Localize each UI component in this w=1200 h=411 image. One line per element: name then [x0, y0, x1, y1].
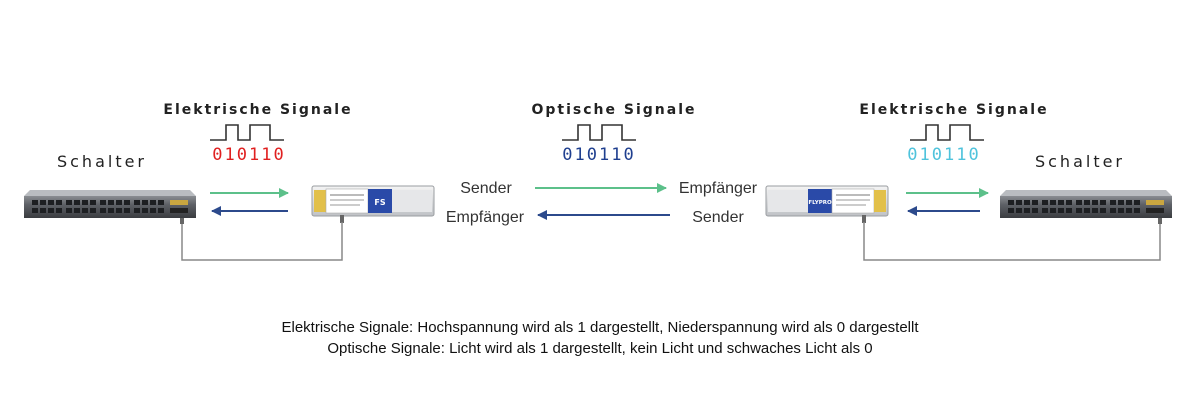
center-signal-title: Optische Signale [532, 102, 697, 118]
right-bits: 010110 [907, 145, 980, 165]
left-module-bottom-role: Empfänger [446, 209, 525, 226]
right-sfp-module-icon: FLYPRO [765, 185, 889, 223]
center-square-wave [562, 124, 636, 141]
left-module-top-role: Sender [460, 180, 512, 197]
right-square-wave [910, 124, 984, 141]
right-switch-icon [1000, 190, 1172, 218]
right-module-badge: FLYPRO [808, 200, 832, 206]
right-module-bottom-role: Sender [692, 209, 744, 226]
left-bits: 010110 [212, 145, 285, 165]
left-signal-title: Elektrische Signale [163, 102, 352, 118]
left-sfp-module-icon: FS [311, 185, 435, 223]
caption-line-1: Elektrische Signale: Hochspannung wird a… [281, 319, 919, 336]
right-connector-line [863, 222, 1161, 261]
left-module-badge: FS [374, 198, 385, 207]
right-signal-title: Elektrische Signale [859, 102, 1048, 118]
left-switch-icon [24, 190, 196, 218]
left-connector-line [181, 222, 343, 261]
right-switch-label: Schalter [1035, 152, 1125, 171]
left-switch-label: Schalter [57, 152, 147, 171]
left-square-wave [210, 124, 284, 141]
center-bits: 010110 [562, 145, 635, 165]
caption-line-2: Optische Signale: Licht wird als 1 darge… [327, 340, 872, 357]
left-switch-port [180, 218, 184, 224]
right-switch-port [1158, 218, 1162, 224]
right-module-top-role: Empfänger [679, 180, 758, 197]
